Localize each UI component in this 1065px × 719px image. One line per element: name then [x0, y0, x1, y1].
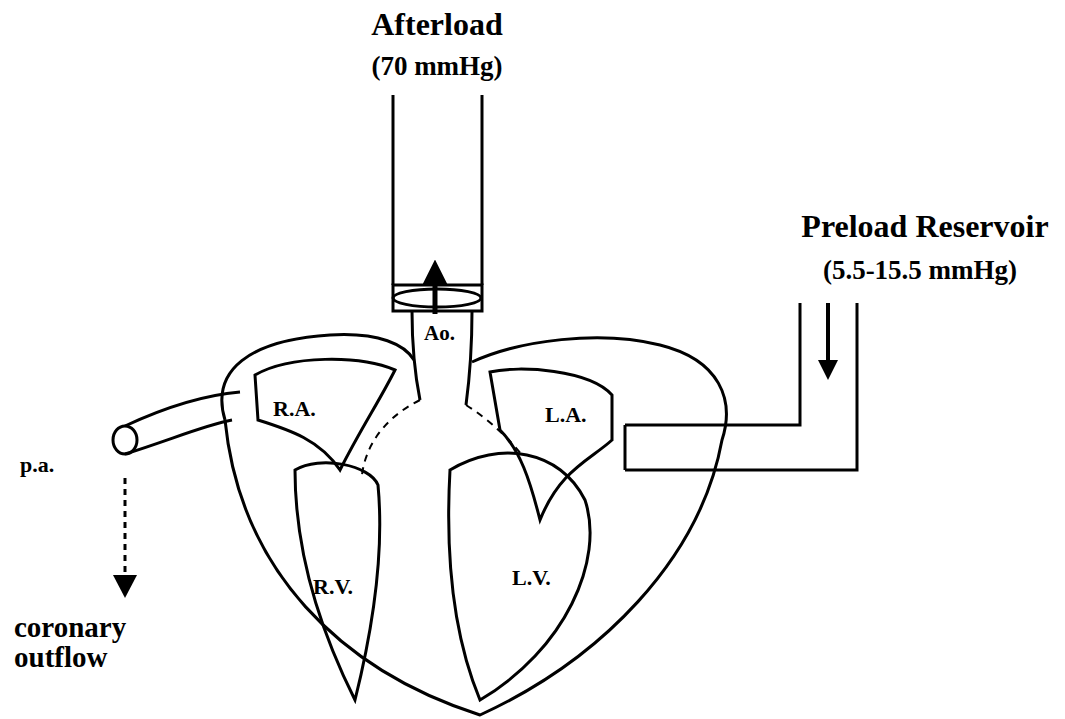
right-atrium	[255, 359, 395, 470]
flow-label: coronary outflow	[14, 612, 164, 673]
heart-outline	[222, 335, 726, 715]
afterload-tube	[392, 95, 395, 285]
chamber-label: R.V.	[313, 575, 353, 598]
chamber-label: L.V.	[512, 566, 551, 589]
flow-arrow	[433, 272, 438, 314]
pressure-value: (70 mmHg)	[371, 52, 502, 80]
pulmonary-artery-opening	[113, 426, 137, 454]
preload-tube	[625, 303, 800, 425]
aorta-wall	[412, 311, 420, 400]
preload-tube	[625, 303, 857, 470]
reservoir-label: Preload Reservoir	[801, 210, 1048, 244]
afterload-tube	[481, 95, 484, 285]
pressure-value: (5.5-15.5 mmHg)	[823, 256, 1017, 284]
preload-tube	[624, 425, 627, 470]
arrow-head	[113, 575, 137, 598]
chamber-label: L.A.	[545, 403, 587, 426]
right-ventricle	[295, 463, 380, 700]
chamber-label: Ao.	[424, 322, 455, 344]
left-ventricle	[449, 453, 590, 700]
pulmonary-artery	[125, 420, 232, 454]
title-label: Afterload	[371, 8, 503, 42]
left-atrium	[490, 369, 612, 520]
aorta-wall	[466, 311, 472, 405]
chamber-label: R.A.	[273, 397, 316, 420]
vessel-label: p.a.	[20, 453, 54, 476]
coronary-outflow-arrow	[124, 478, 127, 580]
flow-arrow	[826, 303, 830, 370]
